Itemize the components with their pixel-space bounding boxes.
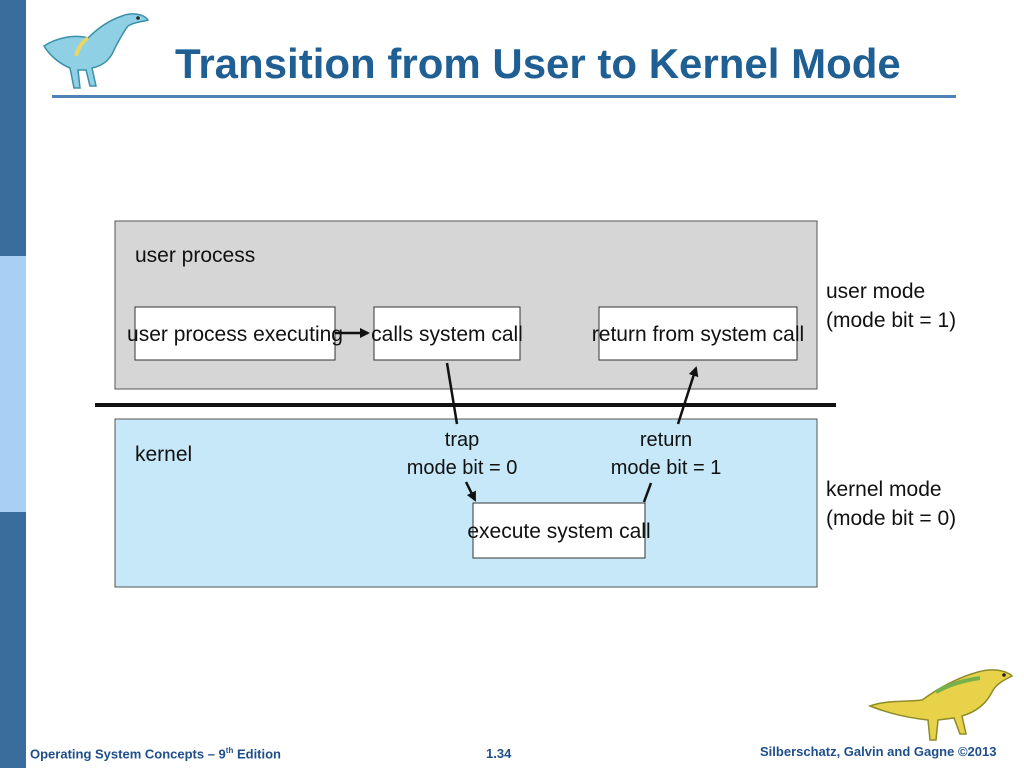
footer-page-number: 1.34 [486, 746, 512, 761]
user-process-region [114, 220, 818, 390]
return-label: return [640, 429, 692, 451]
trap-mode-bit-label: mode bit = 0 [407, 457, 518, 479]
return-from-system-call-label: return from system call [592, 323, 804, 346]
execute-system-call-label: execute system call [467, 520, 650, 543]
footer-book-title: Operating System Concepts – 9th Edition [30, 746, 282, 762]
execute-system-call-box [472, 502, 646, 559]
user-mode-bit-label: (mode bit = 1) [826, 309, 956, 332]
kernel-region-label: kernel [135, 443, 192, 466]
dinosaur-icon [867, 669, 1014, 741]
footer-authors: Silberschatz, Galvin and Gagne ©2013 [760, 744, 997, 759]
user-process-executing-box [134, 306, 336, 361]
slide-title: Transition from User to Kernel Mode [175, 40, 901, 87]
return-mode-bit-label: mode bit = 1 [611, 457, 722, 479]
user-process-executing-label: user process executing [127, 323, 343, 346]
side-bar-accent [0, 256, 26, 512]
calls-system-call-label: calls system call [371, 323, 523, 346]
kernel-region [114, 418, 818, 588]
kernel-mode-bit-label: (mode bit = 0) [826, 507, 956, 530]
dinosaur-icon [42, 13, 150, 89]
user-region-label: user process [135, 244, 255, 267]
return-arrow-upper [676, 366, 699, 425]
trap-label: trap [445, 429, 479, 451]
user-mode-label: user mode [826, 280, 925, 303]
trap-arrow-upper [445, 362, 459, 425]
title-underline [52, 95, 956, 98]
calls-system-call-box [373, 306, 521, 361]
return-from-system-call-box [598, 306, 798, 361]
return-arrow-lower [642, 482, 653, 503]
kernel-mode-label: kernel mode [826, 478, 942, 501]
trap-arrow-lower [464, 481, 477, 502]
